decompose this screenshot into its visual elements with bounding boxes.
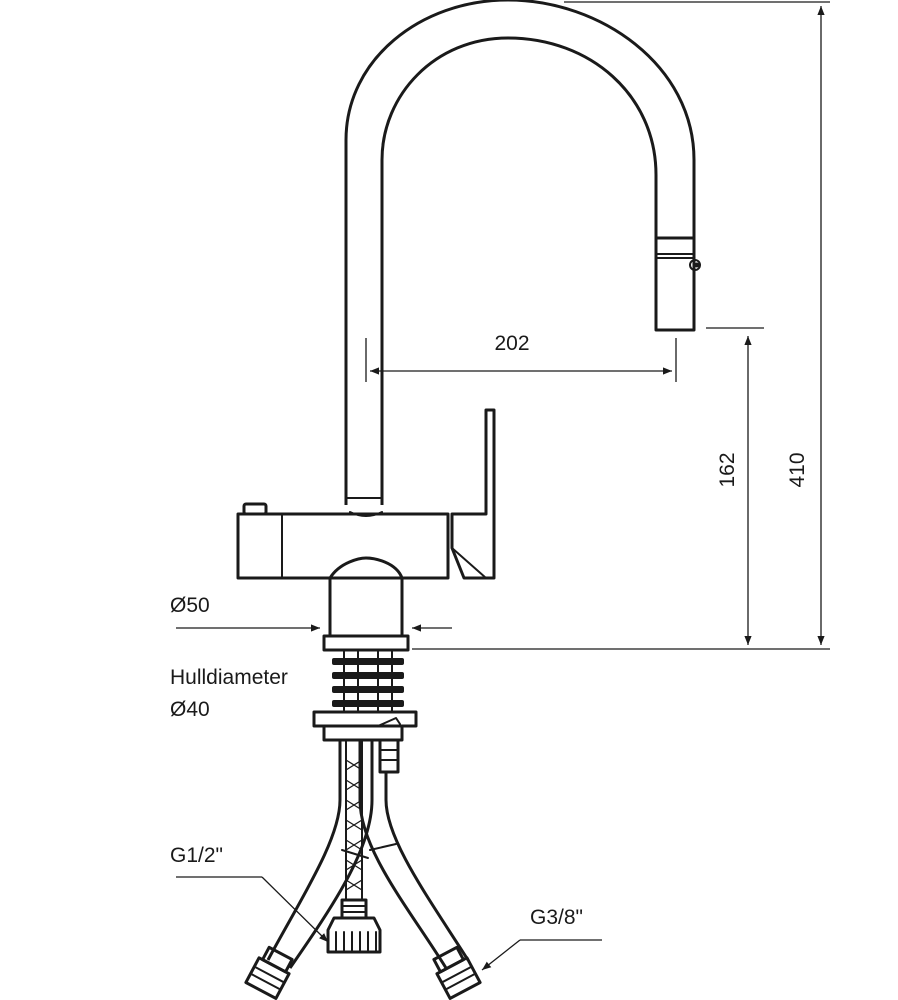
filter-connector	[378, 738, 400, 774]
hot-cold-connection-label: G1/2"	[170, 844, 223, 867]
dimension-lines	[176, 1, 830, 971]
base-column	[328, 576, 404, 638]
right-hose-inner	[384, 772, 470, 961]
spout-inner-edge	[380, 36, 658, 505]
faucet-outline	[236, 0, 701, 1000]
hole-diameter-label: Ø40	[170, 698, 210, 721]
spray-button-dot-icon	[694, 262, 700, 268]
hole-title-label: Hulldiameter	[170, 666, 288, 689]
right-hose-fitting	[432, 945, 482, 1000]
mounting-clip	[377, 717, 401, 727]
thread-ring-1	[332, 658, 404, 665]
right-hose-mark	[369, 843, 397, 851]
thread-ring-3	[332, 686, 404, 693]
filter-connector-ring	[379, 749, 399, 761]
mounting-nut	[322, 724, 404, 742]
spout-outer-edge	[344, 0, 696, 505]
lever-handle	[450, 408, 496, 580]
center-fitting-knurl	[335, 931, 377, 953]
filter-button	[242, 502, 268, 516]
base-plate	[322, 634, 410, 652]
center-fitting-collar	[340, 898, 368, 920]
total-height-label: 410	[786, 452, 809, 487]
body-neck	[328, 556, 404, 579]
filtered-connection-label: G3/8"	[530, 906, 583, 929]
center-fitting-nut	[326, 916, 382, 954]
thread-ring-4	[332, 700, 404, 707]
spray-button-icon	[689, 259, 701, 271]
g38-leader-arrow	[481, 939, 521, 971]
left-hose-mark	[341, 849, 369, 859]
g12-leader-arrow	[261, 876, 329, 943]
left-hose-outer	[266, 740, 342, 961]
spray-head	[654, 236, 696, 332]
right-hose-outer	[358, 740, 448, 969]
center-fitting-lines	[341, 905, 367, 913]
valve-body	[236, 512, 450, 580]
thread-ring-2	[332, 672, 404, 679]
left-hose-fitting	[244, 945, 294, 1000]
lever-handle-edge	[451, 547, 487, 579]
labels: 202 162 410 Ø50 Hulldiameter Ø40 G1/2" G…	[170, 332, 809, 929]
reach-label: 202	[494, 332, 529, 355]
spout-height-label: 162	[716, 452, 739, 487]
left-hose-inner	[288, 740, 374, 969]
base-diameter-label: Ø50	[170, 594, 210, 617]
